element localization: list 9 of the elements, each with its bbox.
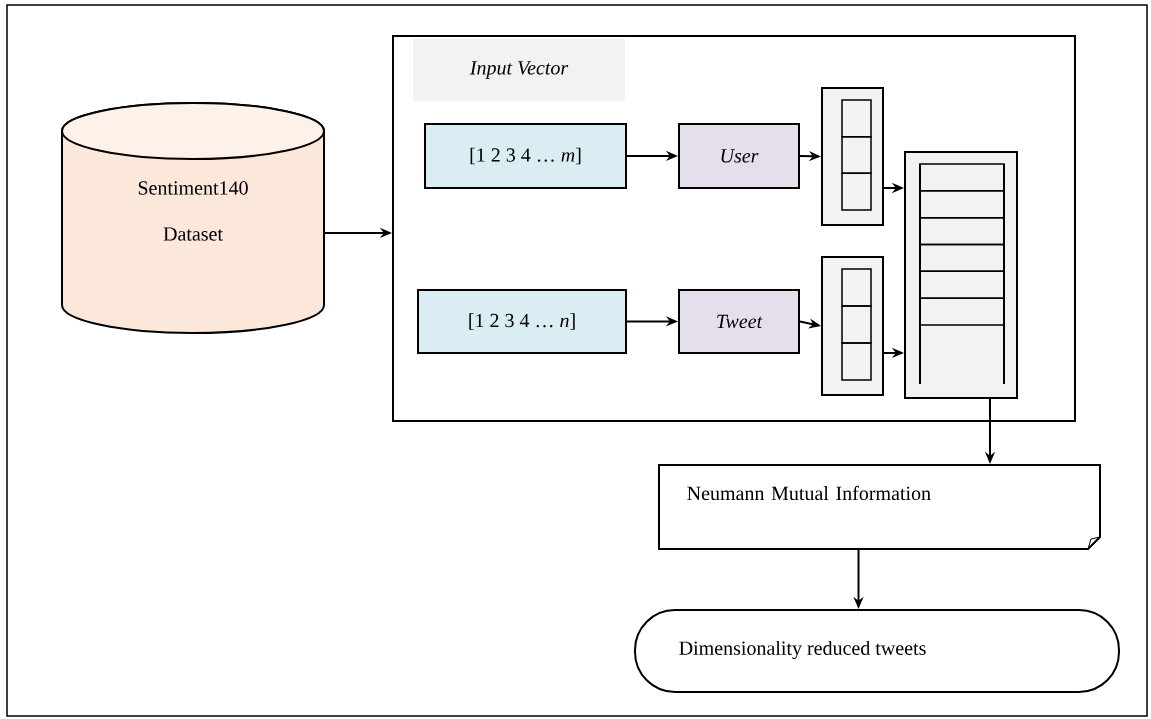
vector-stack [904,151,1018,399]
vector-box: [1 2 3 4 … m] [424,123,627,189]
vector-stack [821,87,884,226]
feature-box: Tweet [678,289,800,354]
feature-box: User [678,123,800,189]
document-box: Neumann Mutual Information [658,464,1101,550]
vector-box: [1 2 3 4 … n] [417,289,627,354]
vector-stack [821,256,884,396]
database-cylinder: Sentiment140 Dataset [61,102,325,334]
